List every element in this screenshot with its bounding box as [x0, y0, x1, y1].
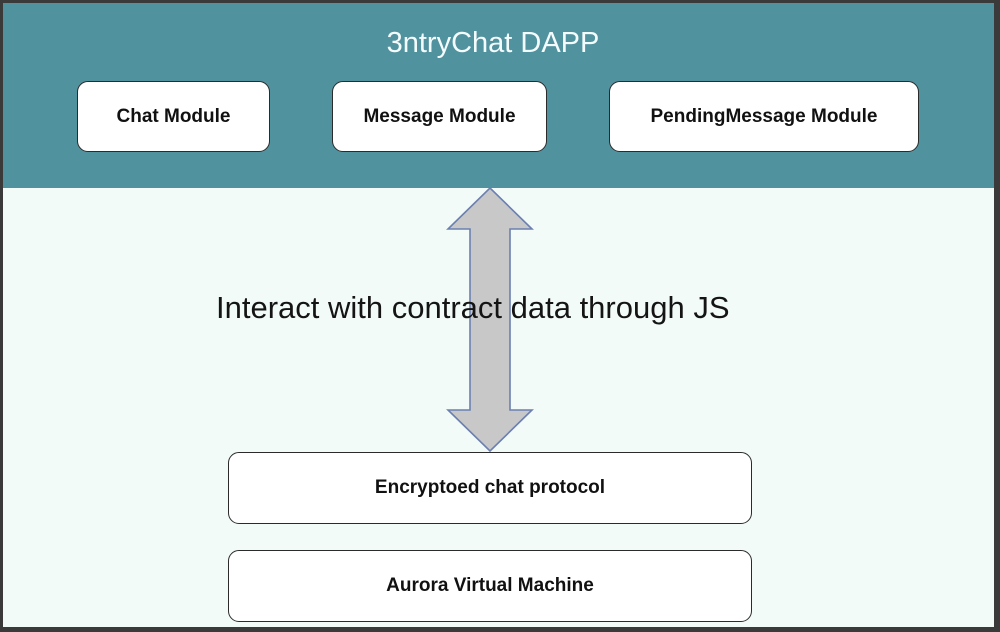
- double-arrow-icon: [446, 186, 534, 453]
- interaction-label: Interact with contract data through JS: [216, 290, 730, 325]
- dapp-title: 3ntryChat DAPP: [386, 27, 600, 59]
- encrypted-chat-protocol-box: Encryptoed chat protocol: [228, 452, 752, 524]
- diagram-canvas: 3ntryChat DAPP Chat Module Message Modul…: [3, 3, 994, 627]
- message-module-label: Message Module: [363, 105, 516, 127]
- encrypted-chat-protocol-label: Encryptoed chat protocol: [374, 477, 606, 498]
- double-headed-arrow-shape: [446, 186, 534, 453]
- pending-message-module-box: PendingMessage Module: [609, 81, 919, 152]
- chat-module-box: Chat Module: [77, 81, 270, 152]
- aurora-virtual-machine-label: Aurora Virtual Machine: [386, 575, 594, 596]
- pending-message-module-label: PendingMessage Module: [650, 105, 878, 127]
- message-module-box: Message Module: [332, 81, 547, 152]
- aurora-virtual-machine-box: Aurora Virtual Machine: [228, 550, 752, 622]
- chat-module-label: Chat Module: [116, 105, 231, 127]
